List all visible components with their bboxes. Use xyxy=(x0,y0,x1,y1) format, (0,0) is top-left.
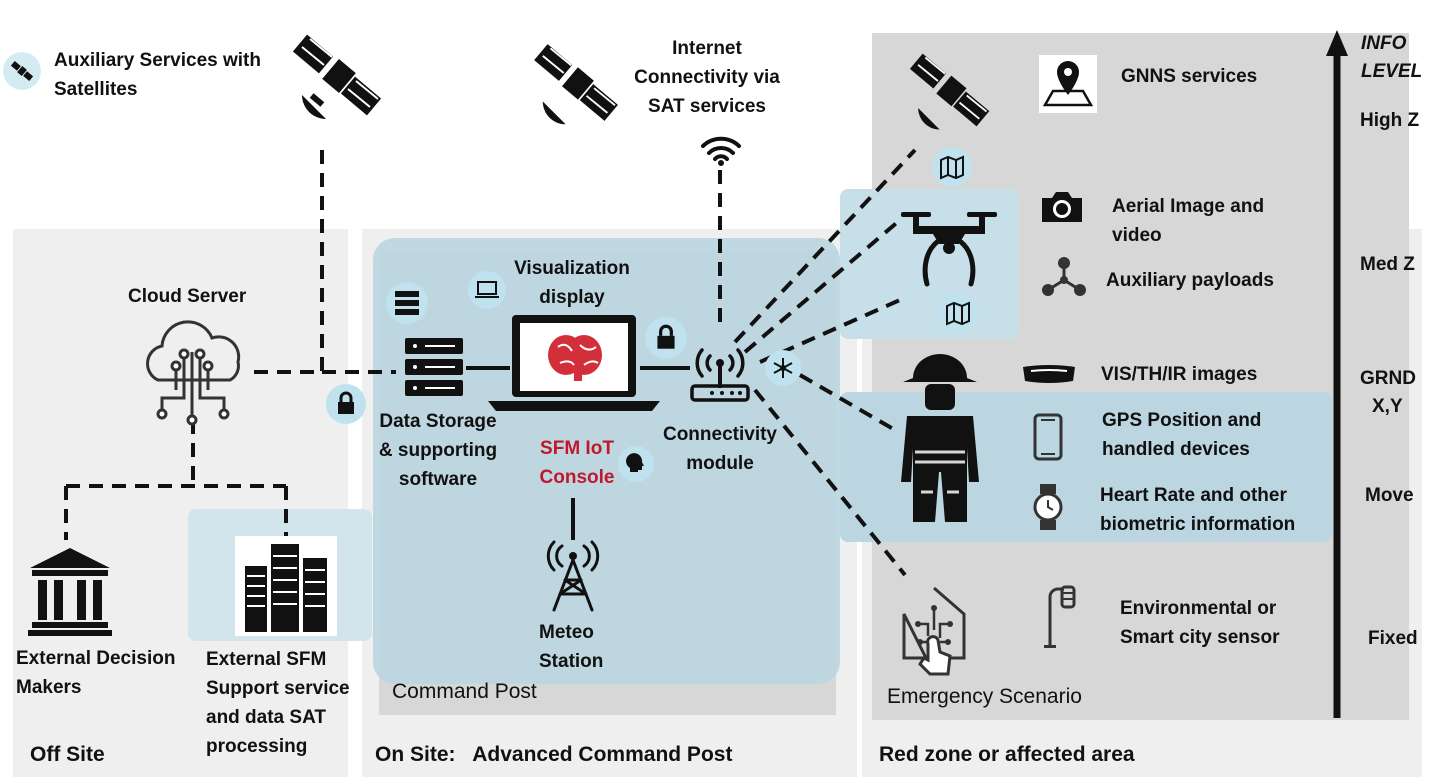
server-badge-icon xyxy=(386,282,428,324)
command-post-label: Command Post xyxy=(392,680,537,703)
payload-network-icon xyxy=(1042,257,1086,296)
data-storage-label: Data Storage & supporting software xyxy=(378,411,498,490)
level-grnd: GRND xyxy=(1360,368,1416,389)
level-fixed: Fixed xyxy=(1368,628,1418,649)
emergency-scenario-label: Emergency Scenario xyxy=(887,685,1082,708)
smartwatch-icon xyxy=(1033,484,1063,530)
satellite-badge-icon xyxy=(3,52,41,90)
env-label: Environmental or Smart city sensor xyxy=(1120,598,1280,648)
on-site-zone-label: On Site: Advanced Command Post xyxy=(375,743,733,766)
satellite-icon xyxy=(292,34,382,119)
ext-decision-label: External Decision Makers xyxy=(16,648,176,698)
red-zone-label: Red zone or affected area xyxy=(879,743,1135,766)
brain-head-badge-icon xyxy=(618,446,654,482)
satellite-icon xyxy=(534,44,618,125)
internet-label: Internet Connectivity via SAT services xyxy=(634,38,780,117)
info-level-title-2: LEVEL xyxy=(1361,61,1423,82)
level-med-z: Med Z xyxy=(1360,254,1415,275)
government-building-icon xyxy=(28,548,112,636)
gnns-label: GNNS services xyxy=(1121,66,1258,87)
level-high-z: High Z xyxy=(1360,110,1420,131)
level-xy: X,Y xyxy=(1372,396,1403,417)
smart-home-touch-icon xyxy=(902,586,966,676)
aux-payloads-label: Auxiliary payloads xyxy=(1106,270,1274,291)
lock-badge-icon xyxy=(326,384,366,424)
laptop-icon xyxy=(488,315,660,411)
street-lamp-sensor-icon xyxy=(1044,585,1076,648)
drone-icon xyxy=(901,212,997,287)
laptop-badge-icon xyxy=(468,271,506,309)
cloud-server-label: Cloud Server xyxy=(128,286,247,307)
vr-goggles-icon xyxy=(1023,365,1075,383)
off-site-zone-label: Off Site xyxy=(30,743,105,766)
vis-label: VIS/TH/IR images xyxy=(1101,364,1258,385)
visualization-label: Visualization display xyxy=(514,258,630,308)
map-badge-icon xyxy=(938,293,978,333)
level-move: Move xyxy=(1365,485,1414,506)
aerial-label: Aerial Image and video xyxy=(1112,196,1265,246)
map-pin-icon xyxy=(1039,55,1097,113)
map-badge-icon xyxy=(932,147,972,187)
heart-label: Heart Rate and other biometric informati… xyxy=(1100,485,1296,535)
radio-tower-icon xyxy=(546,540,600,612)
off-site-panel xyxy=(13,229,348,777)
smartphone-icon xyxy=(1033,413,1063,461)
command-post-highlight xyxy=(373,238,840,684)
satellite-icon xyxy=(909,53,990,130)
cloud-server-icon xyxy=(146,320,241,426)
console-label: SFM IoT Console xyxy=(539,438,615,488)
router-icon xyxy=(690,348,750,402)
camera-icon xyxy=(1042,192,1082,222)
server-rack-icon xyxy=(405,338,463,396)
network-hub-badge-icon xyxy=(765,350,801,386)
meteo-label: Meteo Station xyxy=(539,622,604,672)
ext-sfm-label: External SFM Support service and data SA… xyxy=(206,649,350,757)
city-buildings-icon xyxy=(235,536,337,636)
connectivity-label: Connectivity module xyxy=(662,424,778,474)
aux-services-label: Auxiliary Services with Satellites xyxy=(54,50,261,100)
firefighter-icon xyxy=(901,354,979,522)
wifi-icon xyxy=(701,136,741,166)
lock-badge-icon xyxy=(645,317,687,359)
gps-label: GPS Position and handled devices xyxy=(1102,410,1262,460)
info-level-title: INFO xyxy=(1361,33,1407,54)
